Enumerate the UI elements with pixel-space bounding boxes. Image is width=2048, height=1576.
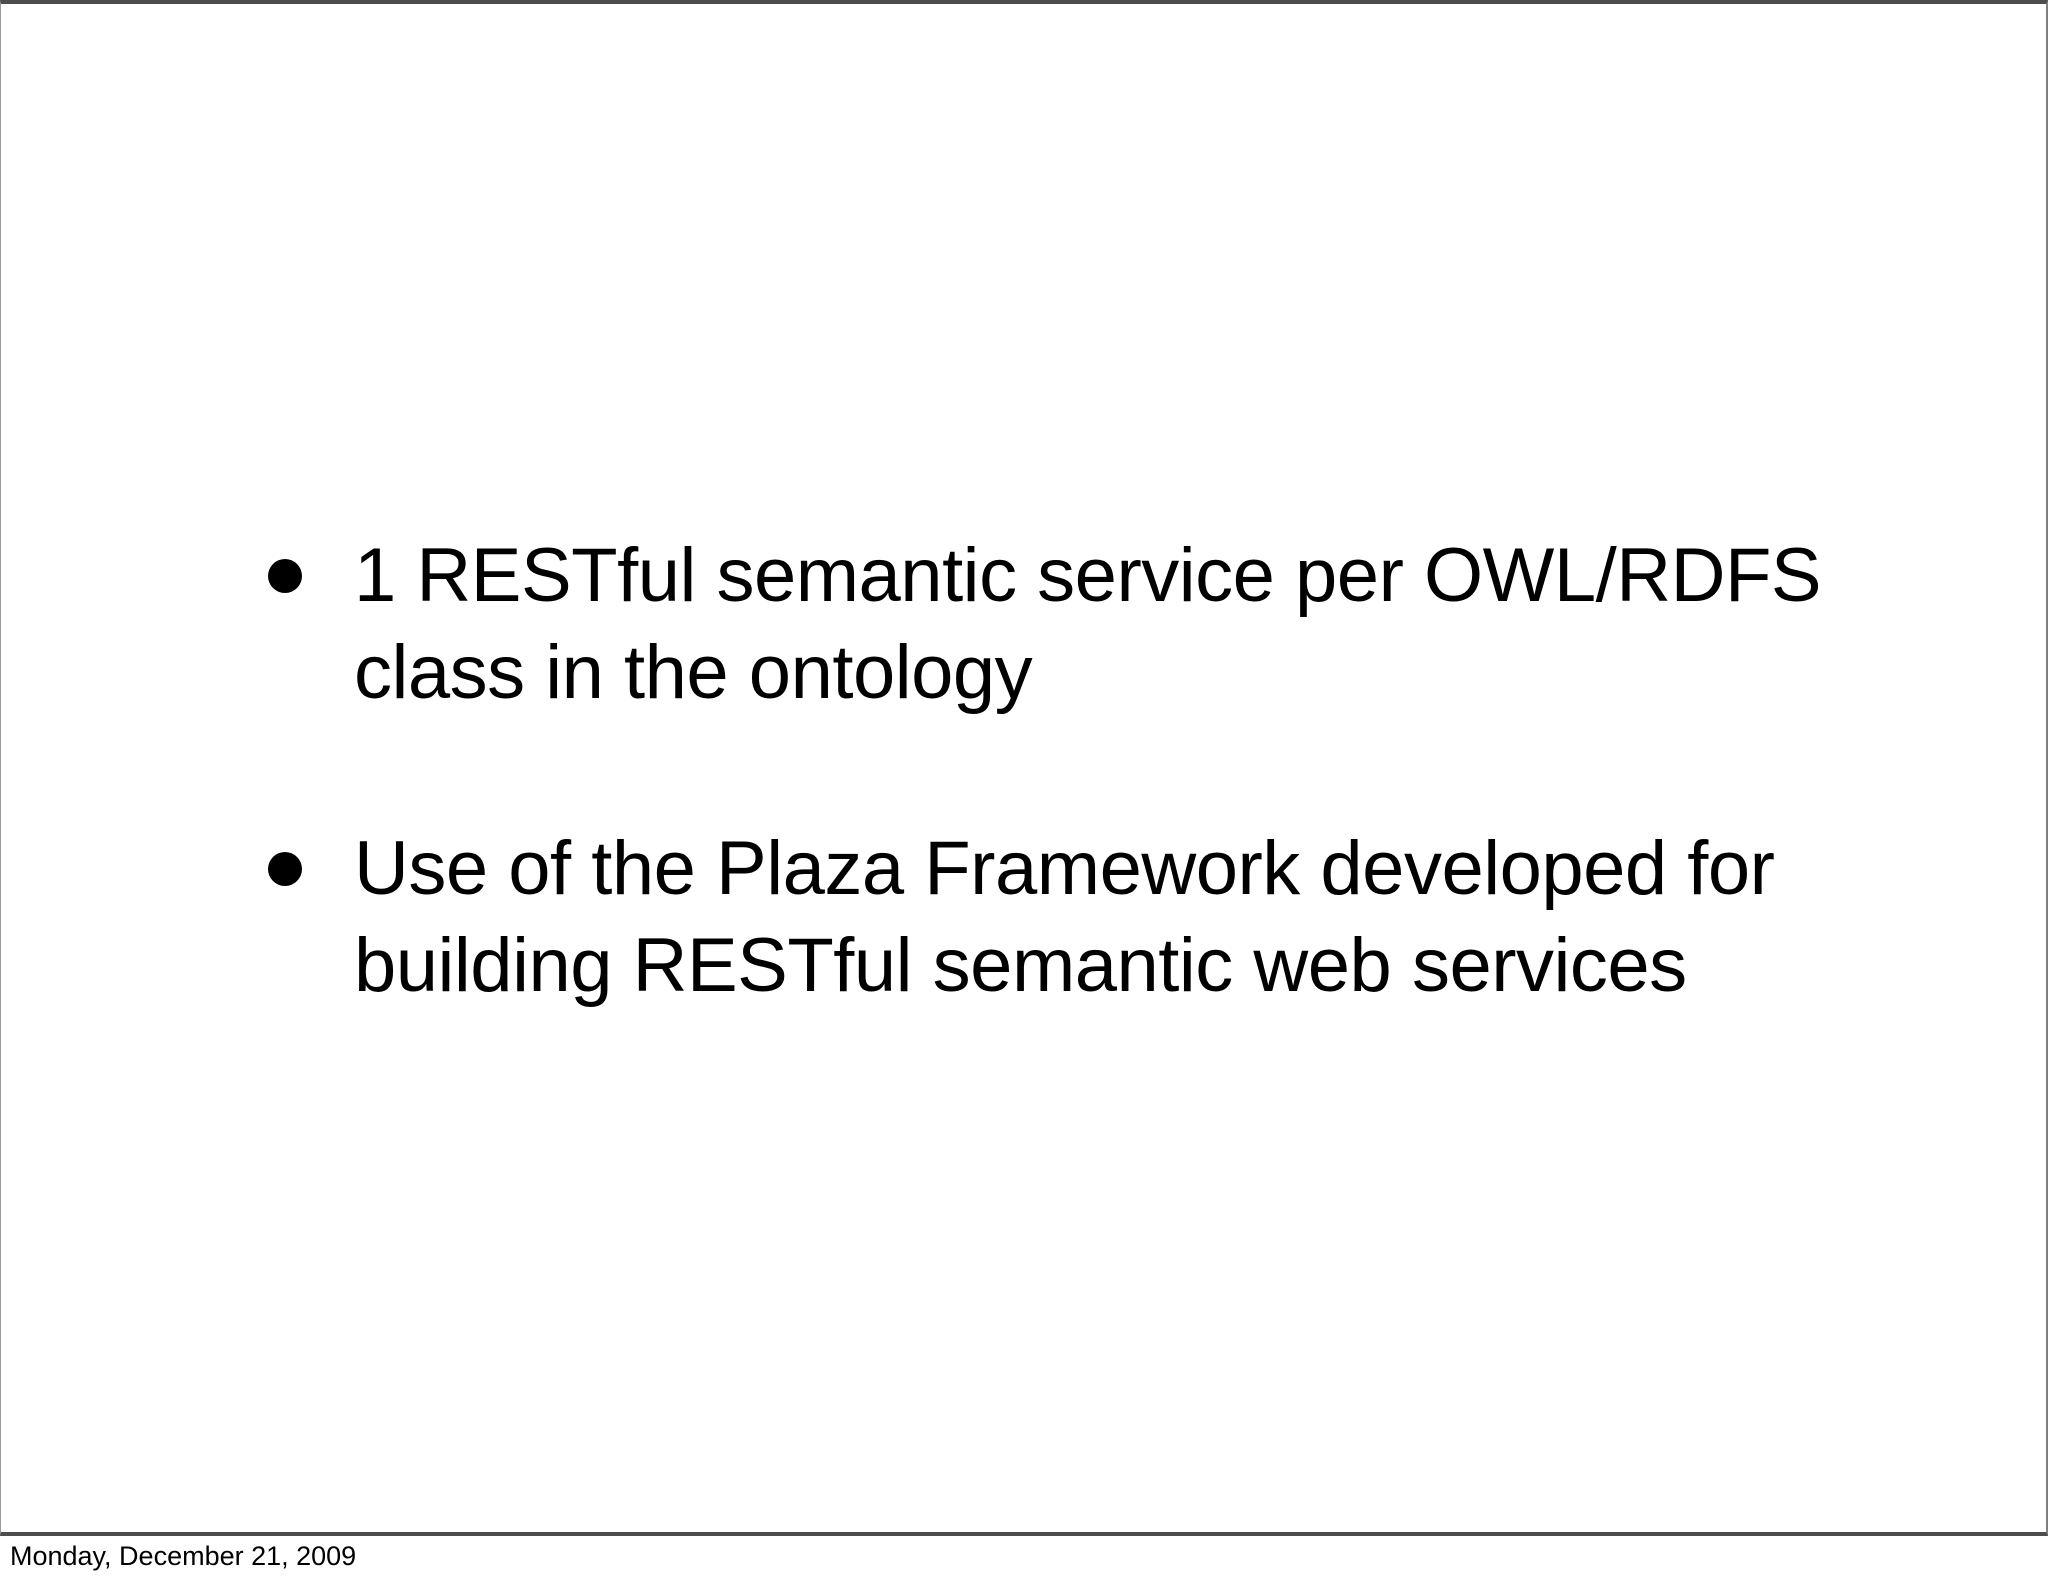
bullet-item: 1 RESTful semantic service per OWL/RDFS … — [268, 527, 1986, 721]
bullet-text-plaza-framework: Use of the Plaza Framework developed for… — [354, 826, 1775, 1008]
bullet-item: Use of the Plaza Framework developed for… — [268, 820, 1986, 1014]
bullet-text-restful-service: 1 RESTful semantic service per OWL/RDFS … — [354, 533, 1822, 715]
footer-date: Monday, December 21, 2009 — [10, 1541, 357, 1571]
footer: Monday, December 21, 2009 — [0, 1536, 2048, 1576]
bullet-dot-icon — [268, 852, 302, 886]
bullet-dot-icon — [268, 559, 302, 593]
bullet-list: 1 RESTful semantic service per OWL/RDFS … — [268, 527, 1986, 1014]
slide-canvas: 1 RESTful semantic service per OWL/RDFS … — [0, 0, 2048, 1536]
